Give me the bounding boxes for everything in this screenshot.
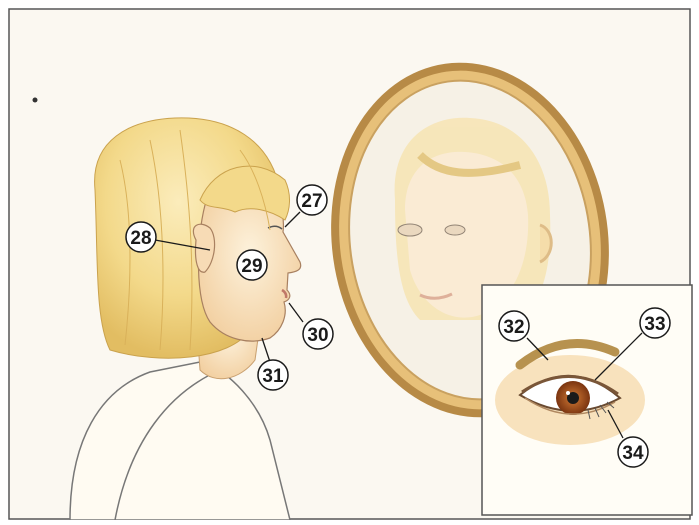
callout-34-text: 34 [622, 443, 644, 464]
girl-profile [70, 118, 301, 520]
callout-27: 27 [297, 185, 327, 215]
callout-30: 30 [303, 319, 333, 349]
callout-32-text: 32 [503, 317, 524, 338]
callout-33-text: 33 [644, 314, 665, 335]
callout-31: 31 [258, 360, 288, 390]
callout-28: 28 [126, 222, 156, 252]
callout-34: 34 [618, 437, 648, 467]
callout-29-text: 29 [241, 256, 262, 277]
callout-32: 32 [499, 311, 529, 341]
callout-30-text: 30 [307, 325, 328, 346]
callout-28-text: 28 [130, 228, 151, 249]
eye-highlight [566, 391, 570, 395]
callout-27-text: 27 [301, 191, 322, 212]
callout-31-text: 31 [262, 366, 284, 387]
stray-dot [33, 98, 38, 103]
callout-29: 29 [237, 250, 267, 280]
callout-33: 33 [640, 308, 670, 338]
